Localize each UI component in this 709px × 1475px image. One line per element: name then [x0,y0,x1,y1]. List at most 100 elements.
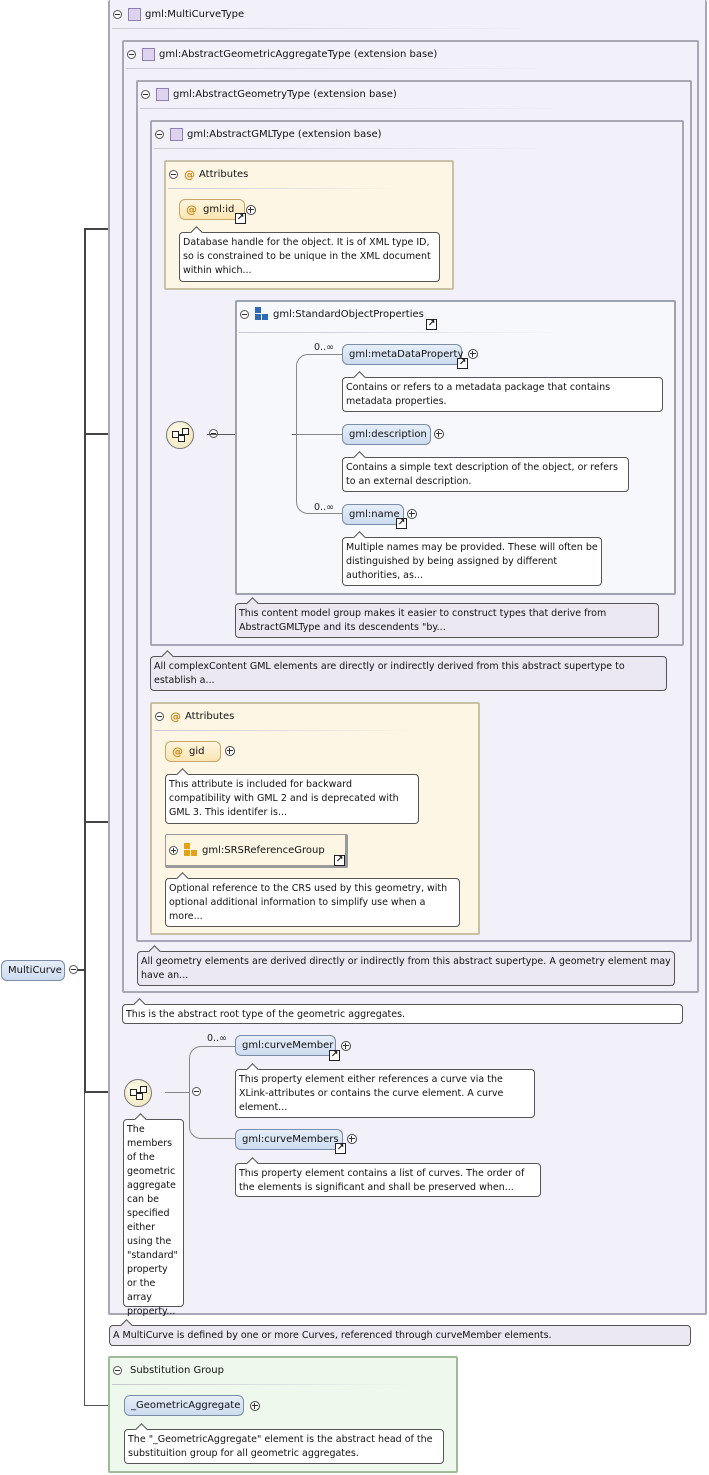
annotation-text: This property element contains a list of… [239,1168,525,1193]
header-divider [168,188,398,189]
element-label: gml:name [349,509,400,520]
annotation-sequence: The members of the geometric aggregate c… [123,1113,184,1317]
element-label: gml:curveMember [242,1040,334,1051]
annotation-text: Contains or refers to a metadata package… [346,382,611,407]
header-divider [154,148,554,149]
annotation-srs: Optional reference to the CRS used by th… [165,872,460,927]
expand-icon[interactable] [347,1134,357,1144]
expand-icon[interactable] [468,349,478,359]
expand-icon[interactable] [341,1041,351,1051]
annotation-geometric-aggregate: The "_GeometricAggregate" element is the… [124,1423,444,1464]
collapse-toggle[interactable] [169,169,178,179]
sequence-compositor-icon[interactable] [166,421,194,449]
element-metadata-property[interactable]: gml:metaDataProperty [342,344,464,365]
root-element-multicurve[interactable]: MultiCurve [1,960,65,981]
connector-trunk [84,228,86,1093]
attribute-icon: @ [170,709,181,723]
annotation-description: Contains a simple text description of th… [342,451,629,492]
complex-type-icon [170,127,183,141]
element-label: gml:curveMembers [242,1134,339,1145]
expand-icon[interactable] [246,205,256,215]
annotation-text: Multiple names may be provided. These wi… [346,542,598,581]
expand-icon[interactable] [407,509,417,519]
element-description[interactable]: gml:description [342,424,431,445]
annotation-text: Database handle for the object. It is of… [183,237,431,276]
attributes-label: Attributes [199,168,249,180]
collapse-toggle[interactable] [155,711,164,721]
element-curve-members[interactable]: gml:curveMembers [235,1129,343,1150]
annotation-multicurve: A MultiCurve is defined by one or more C… [109,1319,691,1346]
header-divider [112,28,542,29]
collapse-toggle[interactable] [113,1365,122,1375]
reference-arrow-icon[interactable]: ↗ [426,319,437,330]
collapse-toggle[interactable] [155,129,164,139]
expand-icon[interactable] [225,746,235,756]
connector-members [84,1091,124,1093]
type-name: gml:AbstractGMLType (extension base) [187,128,382,140]
annotation-curve-member: This property element either references … [235,1063,535,1118]
connector-substitution [84,1093,85,1405]
reference-arrow-icon[interactable]: ↗ [457,358,468,369]
geometry-type-header: gml:AbstractGeometryType (extension base… [141,86,397,102]
reference-arrow-icon[interactable]: ↗ [396,518,407,529]
annotation-text: The members of the geometric aggregate c… [127,1124,178,1317]
expand-toggle[interactable] [169,845,178,855]
element-curve-member[interactable]: gml:curveMember [235,1035,336,1056]
collapse-toggle[interactable] [127,49,136,59]
header-divider [154,730,414,731]
annotation-text: This content model group makes it easier… [239,608,607,633]
sequence-collapse-toggle[interactable] [191,1087,201,1096]
annotation-text: Contains a simple text description of th… [346,462,618,487]
reference-arrow-icon[interactable]: ↗ [329,1050,340,1061]
attribute-icon: @ [172,745,183,758]
sequence-collapse-toggle[interactable] [209,429,219,438]
annotation-text: All geometry elements are derived direct… [141,956,671,981]
reference-arrow-icon[interactable]: ↗ [335,1143,346,1154]
cardinality-label: 0..∞ [314,342,334,353]
expand-icon[interactable] [250,1401,260,1411]
reference-arrow-icon[interactable]: ↗ [334,855,345,866]
connector-line [296,434,344,435]
header-divider [112,1384,412,1385]
element-label: gml:metaDataProperty [349,349,464,360]
annotation-text: A MultiCurve is defined by one or more C… [113,1330,552,1341]
root-element-label: MultiCurve [8,965,62,976]
multicurve-type-header: gml:MultiCurveType [113,6,244,22]
group-name: gml:StandardObjectProperties [273,308,424,320]
attribute-label: gid [189,746,205,757]
annotation-name: Multiple names may be provided. These wi… [342,531,602,586]
reference-arrow-icon[interactable]: ↗ [235,213,246,224]
element-geometric-aggregate[interactable]: _GeometricAggregate [124,1395,244,1416]
annotation-text: All complexContent GML elements are dire… [154,661,625,686]
annotation-gid: This attribute is included for backward … [165,768,419,824]
header-divider [140,108,570,109]
collapse-toggle[interactable] [240,309,249,319]
annotation-aggregate-type: This is the abstract root type of the ge… [122,998,683,1024]
cardinality-label: 0..∞ [314,502,334,513]
substitution-group-header: Substitution Group [113,1362,224,1378]
collapse-toggle[interactable] [113,9,122,19]
connector-line [292,434,297,435]
annotation-text: This property element either references … [239,1074,504,1113]
root-collapse-toggle[interactable] [69,965,78,974]
element-name[interactable]: gml:name [342,504,404,525]
annotation-metadata-property: Contains or refers to a metadata package… [342,371,663,412]
sequence-compositor-icon[interactable] [124,1079,152,1107]
annotation-text: Optional reference to the CRS used by th… [169,883,448,922]
expand-icon[interactable] [434,429,444,439]
gml-type-header: gml:AbstractGMLType (extension base) [155,126,382,142]
group-icon [255,307,269,321]
collapse-toggle[interactable] [141,89,150,99]
type-name: gml:AbstractGeometryType (extension base… [173,88,397,100]
attribute-gml-id[interactable]: @ gml:id [179,199,245,220]
attribute-gid[interactable]: @ gid [165,741,221,762]
annotation-text: This is the abstract root type of the ge… [126,1009,406,1020]
annotation-curve-members: This property element contains a list of… [235,1157,541,1197]
connector-root [70,969,86,971]
type-name: gml:MultiCurveType [145,8,245,20]
cardinality-label: 0..∞ [207,1033,227,1044]
annotation-gml-id: Database handle for the object. It is of… [179,226,440,282]
aggregate-type-header: gml:AbstractGeometricAggregateType (exte… [127,46,437,62]
attribute-group-label: gml:SRSReferenceGroup [202,844,325,856]
element-label: gml:description [349,429,427,440]
